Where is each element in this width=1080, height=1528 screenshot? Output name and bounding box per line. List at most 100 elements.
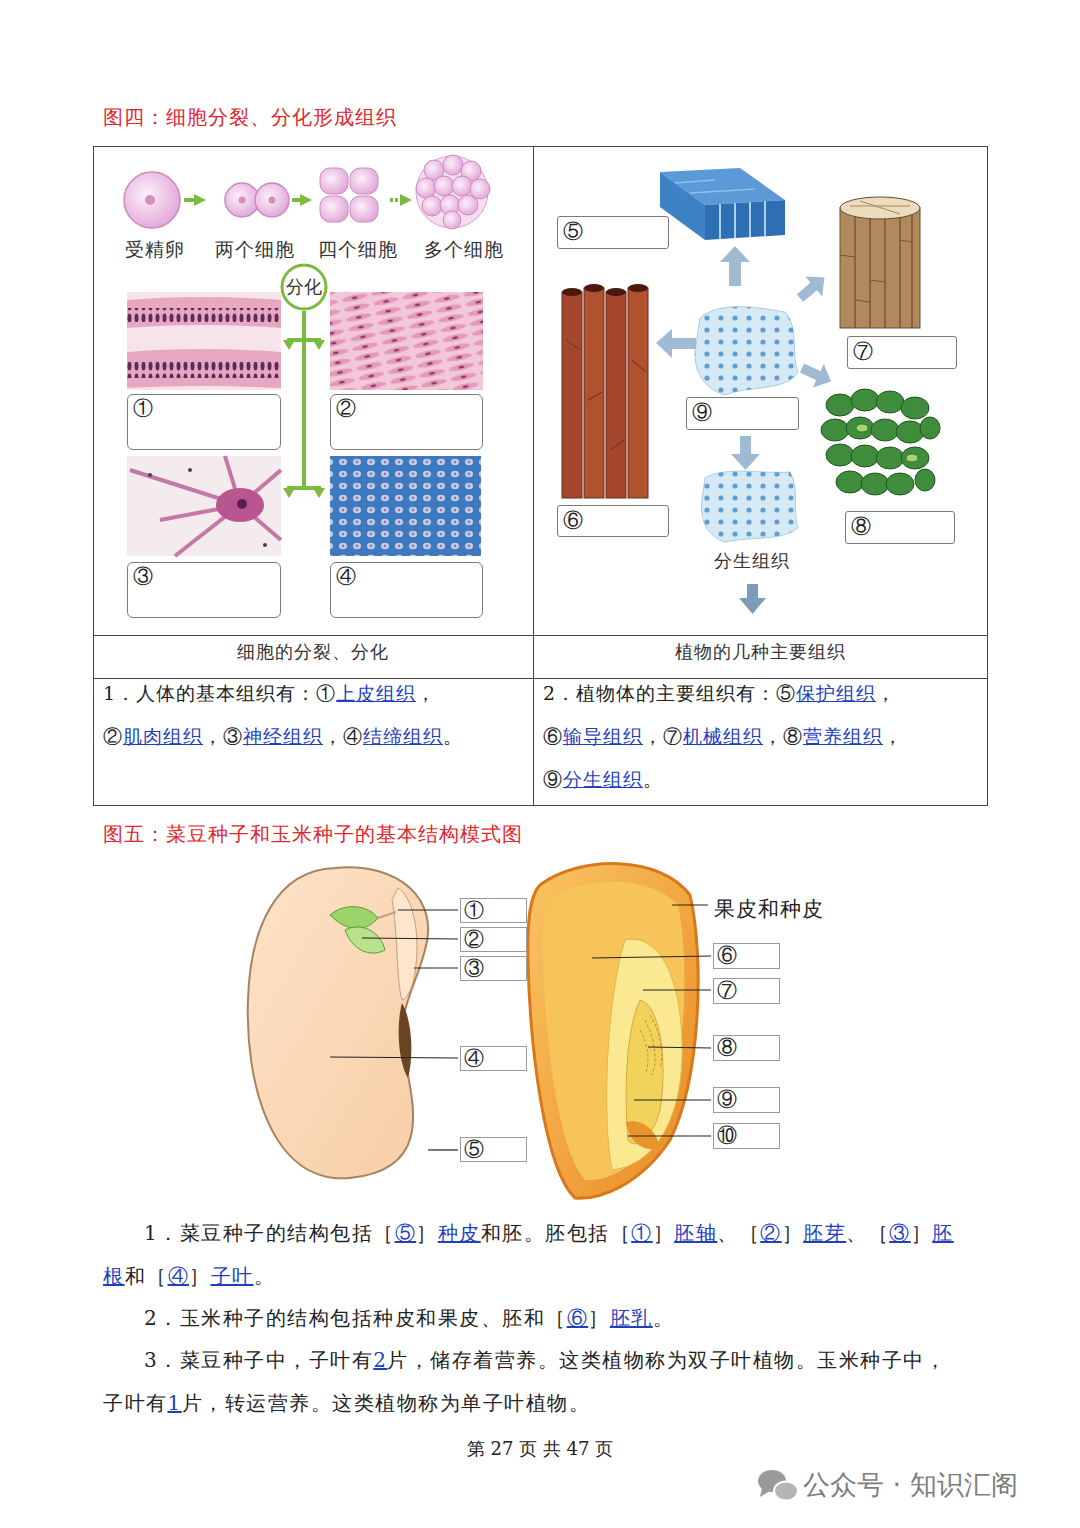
text-line: 1．人体的基本组织有：①上皮组织， <box>103 672 436 715</box>
answer-fill: 输导组织 <box>563 725 643 747</box>
answer-box: ⑤ <box>557 216 669 249</box>
part-label: 果皮和种皮 <box>714 895 824 923</box>
callout-number: ⑦ <box>717 978 737 1002</box>
answer-box: ① <box>460 898 527 923</box>
muscle-image <box>330 292 483 390</box>
arrowheads <box>283 340 325 498</box>
answer-text: 。 <box>443 725 463 747</box>
answer-fill: ⑥ <box>567 1306 589 1330</box>
body-text: 2．玉米种子的结构包括种皮和果皮、胚和［ <box>144 1306 567 1330</box>
table-caption: 植物的几种主要组织 <box>675 640 846 664</box>
answer-text: ，④ <box>323 725 363 747</box>
figure-heading: 图四：细胞分裂、分化形成组织 <box>103 104 397 131</box>
bean-seed <box>248 867 428 1178</box>
answer-box: ⑦ <box>847 336 957 369</box>
corn-kernel <box>528 864 698 1199</box>
body-text: 和胚。胚包括［ <box>481 1221 632 1245</box>
answer-box: ⑦ <box>713 978 780 1004</box>
callout-number: ⑧ <box>717 1035 737 1059</box>
text-line: 1．菜豆种子的结构包括［⑤］种皮和胚。胚包括［①］胚轴、［②］胚芽、［③］胚根和… <box>103 1212 965 1297</box>
callout-number: ③ <box>133 564 153 588</box>
body-text: 片，转运营养。这类植物称为单子叶植物。 <box>182 1391 591 1415</box>
body-text: ］ <box>782 1221 804 1245</box>
callout-number: ⑦ <box>853 339 873 363</box>
answer-fill: 分生组织 <box>563 768 643 790</box>
callout-number: ⑥ <box>717 943 737 967</box>
callout-number: ⑨ <box>692 400 712 424</box>
answer-box: ④ <box>460 1046 527 1071</box>
tissue-arrows <box>656 246 836 614</box>
answer-box: ⑨ <box>713 1087 780 1113</box>
answer-box: ⑧ <box>845 511 955 544</box>
callout-number: ⑧ <box>851 514 871 538</box>
body-text: ］ <box>588 1306 610 1330</box>
answer-fill: 胚芽 <box>803 1221 846 1245</box>
answer-fill: ② <box>760 1221 782 1245</box>
cell-division <box>124 155 490 229</box>
answer-box: ⑥ <box>713 943 780 969</box>
page-footer: 第 27 页 共 47 页 <box>467 1437 613 1461</box>
stage-label: 受精卵 <box>125 237 185 263</box>
body-text: 、［ <box>717 1221 760 1245</box>
answer-fill: ① <box>631 1221 653 1245</box>
epithelium-image <box>127 292 281 390</box>
answer-box: ⑨ <box>686 397 799 430</box>
answer-text: ， <box>883 725 903 747</box>
body-text: 3．菜豆种子中，子叶有 <box>144 1348 373 1372</box>
answer-fill: 种皮 <box>438 1221 481 1245</box>
answer-fill: 肌肉组织 <box>123 725 203 747</box>
answer-fill: 结缔组织 <box>363 725 443 747</box>
process-circle: 分化 <box>280 263 328 311</box>
answer-text: 2．植物体的主要组织有：⑤ <box>543 682 796 704</box>
body-text: 和［ <box>125 1264 168 1288</box>
answer-text: ⑥ <box>543 725 563 747</box>
answer-text: ⑨ <box>543 768 563 790</box>
answer-fill: 上皮组织 <box>336 682 416 704</box>
answer-box: ① <box>127 394 281 450</box>
answer-fill: ⑤ <box>395 1221 417 1245</box>
answer-text: ， <box>416 682 436 704</box>
connective-image <box>330 456 481 556</box>
protective-tissue-image <box>660 168 785 240</box>
stage-label: 多个细胞 <box>424 237 504 263</box>
answer-box: ③ <box>127 562 281 618</box>
answer-fill: ③ <box>889 1221 911 1245</box>
answer-box: ⑩ <box>713 1123 780 1149</box>
answer-text: ，⑦ <box>643 725 683 747</box>
watermark: 公众号 · 知识汇阁 <box>803 1467 1018 1503</box>
corn-leaders <box>592 905 711 1136</box>
process-label: 分化 <box>286 275 322 299</box>
text-line: ⑥输导组织，⑦机械组织，⑧营养组织， <box>543 715 903 758</box>
answer-text: ② <box>103 725 123 747</box>
callout-number: ⑩ <box>717 1123 737 1147</box>
table-frame <box>93 146 988 806</box>
callout-number: ⑤ <box>464 1137 484 1161</box>
body-text: ］ <box>189 1264 211 1288</box>
callout-number: ⑨ <box>717 1087 737 1111</box>
answer-fill: 胚乳 <box>610 1306 653 1330</box>
body-text: ］ <box>416 1221 438 1245</box>
table-caption: 细胞的分裂、分化 <box>237 640 389 664</box>
callout-number: ② <box>464 927 484 951</box>
answer-fill: ④ <box>168 1264 190 1288</box>
answer-box: ⑥ <box>557 505 669 537</box>
text-line: 2．玉米种子的结构包括种皮和果皮、胚和［⑥］胚乳。 <box>103 1297 965 1340</box>
body-text: 。 <box>653 1306 675 1330</box>
tissue-label: 分生组织 <box>714 549 790 573</box>
text-line: 2．植物体的主要组织有：⑤保护组织， <box>543 672 896 715</box>
nutritive-tissue-image <box>821 389 940 495</box>
neuron-image <box>127 456 281 556</box>
callout-number: ③ <box>464 956 484 980</box>
stage-label: 四个细胞 <box>318 237 398 263</box>
callout-number: ② <box>336 396 356 420</box>
callout-number: ⑤ <box>563 219 583 243</box>
stage-label: 两个细胞 <box>215 237 295 263</box>
answer-fill: 1 <box>168 1391 182 1415</box>
answer-box: ② <box>330 394 483 450</box>
mechanical-tissue-image <box>840 197 920 328</box>
bean-leaders <box>330 910 458 1150</box>
answer-fill: 保护组织 <box>796 682 876 704</box>
body-text: ］ <box>653 1221 675 1245</box>
body-text: 。 <box>254 1264 276 1288</box>
